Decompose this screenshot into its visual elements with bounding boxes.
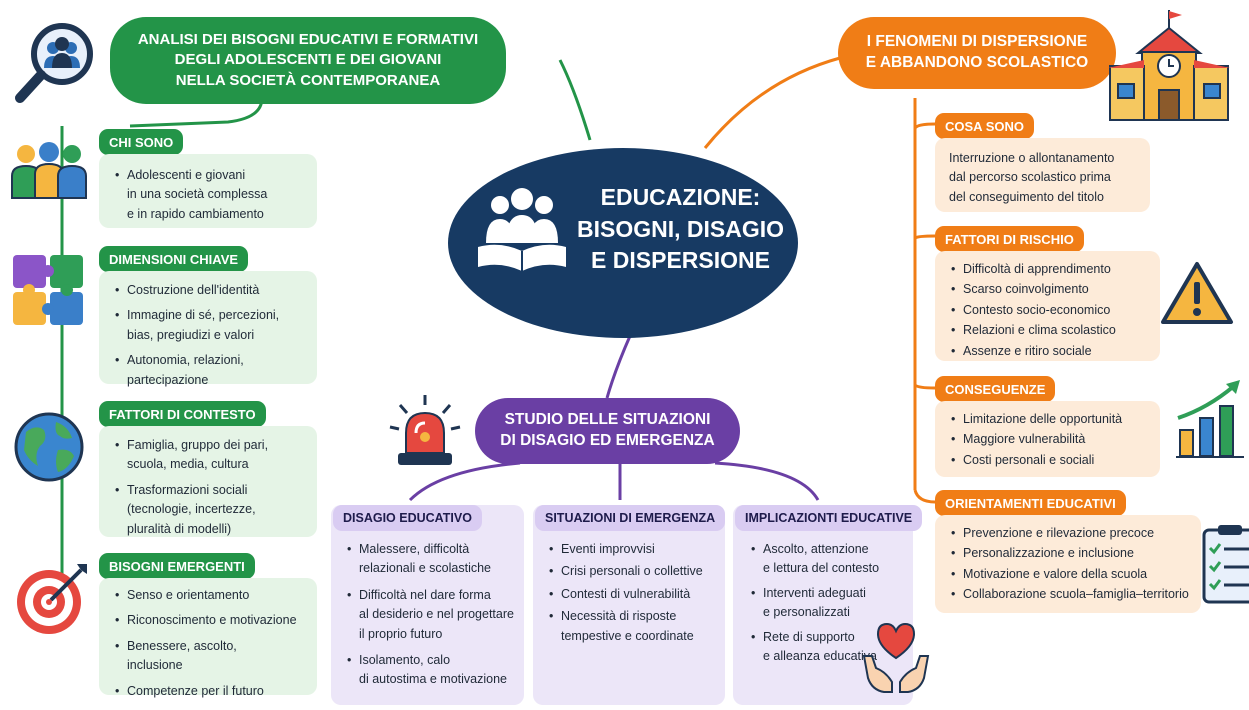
target-icon: [17, 564, 87, 634]
list-item: Relazioni e clima scolastico: [949, 321, 1150, 341]
left-section-title-2: DIMENSIONI CHIAVE: [99, 246, 249, 272]
list-item: Benessere, ascolto, inclusione: [113, 637, 307, 676]
section-text: Interruzione o allontanamento dal percor…: [949, 151, 1115, 204]
left-section-title-1: CHI SONO: [99, 129, 184, 155]
bottom-section-title-3: IMPLICAZIONTI EDUCATIVE: [735, 505, 923, 531]
right-section-box-2: Difficoltà di apprendimento Scarso coinv…: [935, 251, 1160, 361]
right-branch-header: I FENOMENI DI DISPERSIONE E ABBANDONO SC…: [838, 17, 1116, 89]
left-section-box-4: Senso e orientamento Riconoscimento e mo…: [99, 578, 317, 701]
bottom-section-content-1: Malessere, difficoltà relazionali e scol…: [335, 540, 525, 697]
list-item: Adolescenti e giovani in una società com…: [113, 166, 307, 224]
right-section-title-4: ORIENTAMENTI EDUCATIVI: [935, 490, 1126, 516]
list-item: Eventi improvvisi: [547, 540, 727, 560]
right-section-title-2: FATTORI DI RISCHIO: [935, 226, 1084, 252]
globe-icon: [14, 412, 84, 482]
heart-hands-icon: [862, 622, 930, 693]
list-item: Trasformazioni sociali (tecnologie, ince…: [113, 481, 307, 539]
list-item: Competenze per il futuro: [113, 682, 307, 702]
list-item: Ascolto, attenzione e lettura del contes…: [749, 540, 911, 579]
left-section-title-4: BISOGNI EMERGENTI: [99, 553, 255, 579]
bottom-section-content-2: Eventi improvvisi Crisi personali o coll…: [537, 540, 727, 649]
school-building-icon: [1108, 10, 1230, 121]
list-item: Personalizzazione e inclusione: [949, 544, 1191, 564]
bottom-section-content-3: Ascolto, attenzione e lettura del contes…: [739, 540, 911, 671]
warning-icon: [1161, 262, 1233, 324]
central-title: EDUCAZIONE: BISOGNI, DISAGIO E DISPERSIO…: [576, 184, 785, 274]
list-item: Costruzione dell'identità: [113, 281, 307, 301]
list-item: Maggiore vulnerabilità: [949, 430, 1150, 450]
right-section-box-3: Limitazione delle opportunità Maggiore v…: [935, 401, 1160, 477]
list-item: Isolamento, calo di autostima e motivazi…: [345, 651, 525, 690]
left-branch-header: ANALISI DEI BISOGNI EDUCATIVI E FORMATIV…: [110, 17, 506, 104]
right-section-title-3: CONSEGUENZE: [935, 376, 1056, 402]
list-item: Famiglia, gruppo dei pari, scuola, media…: [113, 436, 307, 475]
list-item: Prevenzione e rilevazione precoce: [949, 524, 1191, 544]
people-group-icon: [11, 142, 87, 199]
bottom-section-title-2: SITUAZIONI DI EMERGENZA: [535, 505, 726, 531]
search-people-icon: [15, 23, 93, 103]
left-section-title-3: FATTORI DI CONTESTO: [99, 401, 266, 427]
list-item: Difficoltà nel dare forma al desiderio e…: [345, 586, 525, 644]
growth-chart-icon: [1176, 380, 1244, 458]
list-item: Contesto socio-economico: [949, 301, 1150, 321]
list-item: Collaborazione scuola–famiglia–territori…: [949, 585, 1191, 605]
right-section-box-1: Interruzione o allontanamento dal percor…: [935, 138, 1150, 212]
reading-people-icon: [478, 188, 566, 271]
list-item: Crisi personali o collettive: [547, 562, 727, 582]
left-section-box-1: Adolescenti e giovani in una società com…: [99, 154, 317, 228]
checklist-icon: [1202, 525, 1249, 604]
list-item: Assenze e ritiro sociale: [949, 342, 1150, 362]
puzzle-icon: [13, 255, 83, 325]
list-item: Malessere, difficoltà relazionali e scol…: [345, 540, 525, 579]
list-item: Difficoltà di apprendimento: [949, 260, 1150, 280]
right-section-title-1: COSA SONO: [935, 113, 1034, 139]
list-item: Motivazione e valore della scuola: [949, 565, 1191, 585]
list-item: Scarso coinvolgimento: [949, 280, 1150, 300]
list-item: Contesti di vulnerabilità: [547, 585, 727, 605]
left-section-box-3: Famiglia, gruppo dei pari, scuola, media…: [99, 426, 317, 537]
alarm-siren-icon: [389, 395, 461, 465]
list-item: Immagine di sé, percezioni, bias, pregiu…: [113, 306, 307, 345]
list-item: Limitazione delle opportunità: [949, 410, 1150, 430]
list-item: Riconoscimento e motivazione: [113, 611, 307, 631]
bottom-branch-header: STUDIO DELLE SITUAZIONI DI DISAGIO ED EM…: [475, 398, 740, 464]
left-section-box-2: Costruzione dell'identità Immagine di sé…: [99, 271, 317, 387]
list-item: Autonomia, relazioni, partecipazione: [113, 351, 307, 390]
list-item: Senso e orientamento: [113, 586, 307, 606]
list-item: Costi personali e sociali: [949, 451, 1150, 471]
list-item: Necessità di risposte tempestive e coord…: [547, 607, 727, 646]
right-section-box-4: Prevenzione e rilevazione precoce Person…: [935, 515, 1201, 613]
bottom-section-box-2: [533, 505, 725, 705]
list-item: Interventi adeguati e personalizzati: [749, 584, 911, 623]
bottom-section-title-1: DISAGIO EDUCATIVO: [333, 505, 482, 531]
